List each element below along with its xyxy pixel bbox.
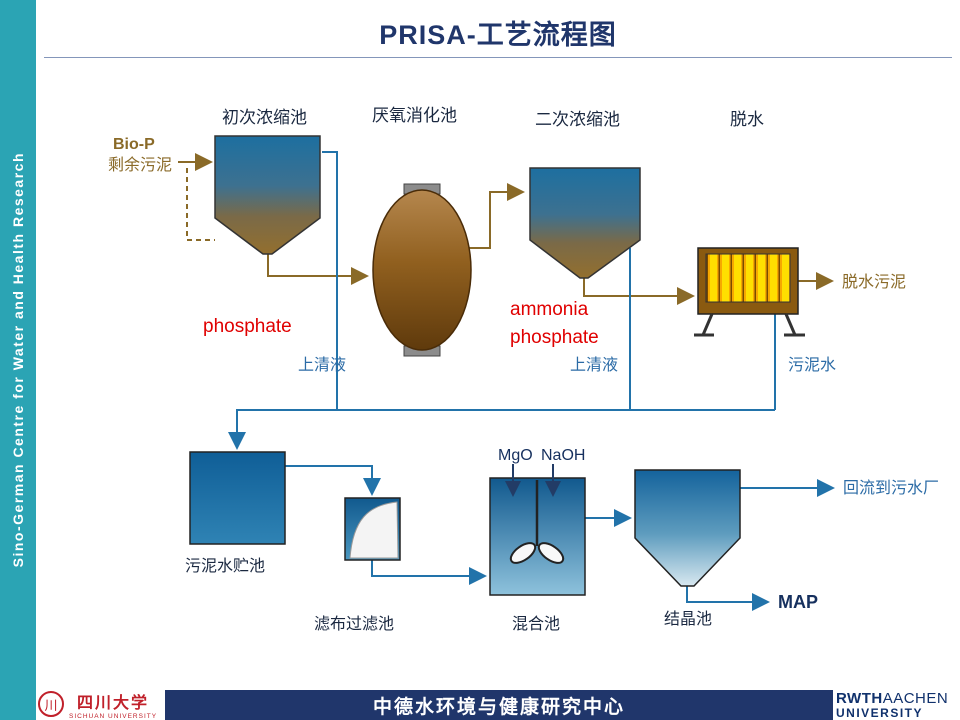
mixing-tank-unit	[489, 464, 586, 596]
secondary-thickener-tank	[529, 167, 641, 279]
storage-tank	[189, 451, 286, 545]
sludge-flow-lines	[178, 153, 834, 305]
label-naoh: NaOH	[541, 447, 586, 464]
chemical-dosing-lines	[505, 464, 561, 497]
seal-glyph: 川	[44, 698, 58, 714]
cloth-filter-unit	[344, 497, 401, 561]
sichuan-university-name: 四川大学	[77, 692, 150, 712]
label-dewatered-sludge: 脱水污泥	[842, 274, 907, 291]
label-cloth-filter: 滤布过滤池	[314, 616, 395, 633]
label-digester: 厌氧消化池	[372, 106, 457, 125]
digester-vessel	[372, 183, 472, 357]
label-mixing-tank: 混合池	[512, 616, 561, 633]
label-phosphate: phosphate	[203, 316, 292, 337]
label-secondary-thickener: 二次浓缩池	[535, 110, 620, 129]
label-primary-thickener: 初次浓缩池	[222, 108, 307, 127]
label-bio-p: Bio-P	[113, 136, 155, 153]
page-title: PRISA-工艺流程图	[379, 20, 617, 50]
label-supernatant-2: 上清液	[570, 357, 619, 374]
crystallization-tank	[634, 469, 741, 587]
aachen-wordmark: AACHEN	[882, 689, 949, 707]
sidebar-band: Sino-German Centre for Water and Health …	[0, 0, 36, 720]
primary-thickener-tank	[214, 135, 321, 255]
sichuan-university-logo: 川 四川大学 SICHUAN UNIVERSITY	[38, 688, 164, 720]
label-crystallization-tank: 结晶池	[664, 611, 713, 628]
sichuan-university-subtitle: SICHUAN UNIVERSITY	[69, 712, 158, 720]
title-divider	[44, 57, 952, 58]
label-dewatering: 脱水	[730, 110, 764, 129]
university-wordmark: UNIVERSITY	[836, 705, 924, 720]
label-ammonia-phosphate: phosphate	[510, 327, 599, 348]
sichuan-university-seal-icon: 川	[38, 691, 64, 717]
rwth-aachen-logo: RWTH AACHEN UNIVERSITY	[836, 690, 958, 720]
label-mgo: MgO	[498, 447, 533, 464]
label-supernatant-1: 上清液	[298, 357, 347, 374]
label-surplus-sludge: 剩余污泥	[108, 157, 173, 174]
label-map-product: MAP	[778, 592, 818, 612]
footer-bar: 中德水环境与健康研究中心	[165, 690, 833, 720]
label-storage-tank: 污泥水贮池	[185, 558, 266, 575]
water-flow-lines	[228, 151, 835, 611]
footer-title: 中德水环境与健康研究中心	[372, 696, 625, 718]
label-ammonia: ammonia	[510, 299, 589, 320]
label-return-to-wwtp: 回流到污水厂	[843, 480, 940, 497]
label-sludge-water: 污泥水	[788, 357, 837, 374]
dewatering-unit	[694, 247, 805, 337]
rwth-wordmark: RWTH	[836, 689, 883, 707]
